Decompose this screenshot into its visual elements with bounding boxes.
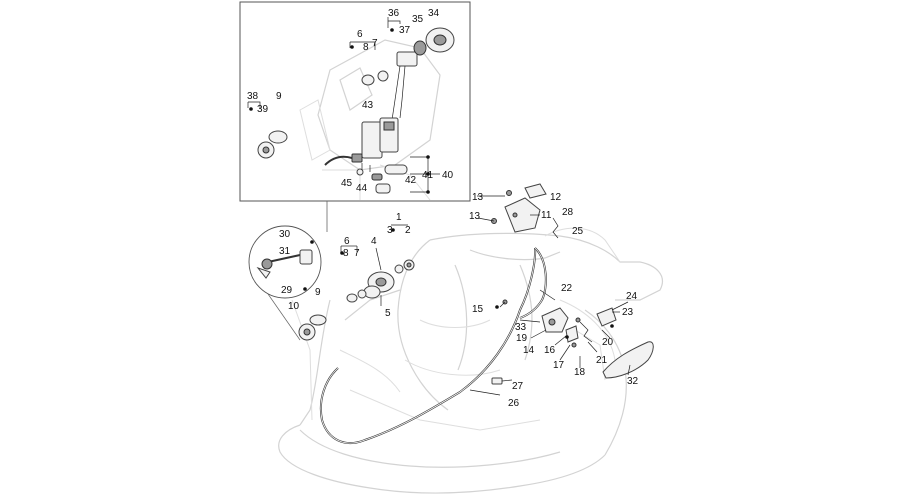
circle-detail-callout <box>248 225 322 299</box>
part-28-spring <box>552 217 559 239</box>
callout-39: 39 <box>257 104 269 115</box>
callout-37: 37 <box>399 25 411 36</box>
callout-8: 8 <box>343 248 349 259</box>
callout-27: 27 <box>512 381 524 392</box>
callout-10: 10 <box>288 301 300 312</box>
callout-9: 9 <box>315 287 321 298</box>
callout-11: 11 <box>541 210 552 221</box>
callout-29: 29 <box>281 285 293 296</box>
callout-19: 19 <box>516 333 528 344</box>
bullet-dots <box>249 28 614 339</box>
part-4-5-ignition-cylinder <box>363 271 395 299</box>
callout-labels: 34 36 35 37 6 8 7 38 9 39 43 45 44 42 41… <box>247 8 639 409</box>
part-20-21-22-springs <box>575 317 593 343</box>
callout-41: 41 <box>422 170 434 181</box>
callout-28: 28 <box>562 207 574 218</box>
callout-33: 33 <box>515 322 527 333</box>
callout-21: 21 <box>596 355 608 366</box>
callout-38: 38 <box>247 91 259 102</box>
callout-34: 34 <box>428 8 440 19</box>
callout-1: 1 <box>396 212 402 223</box>
callout-8-inset: 8 <box>363 42 369 53</box>
callout-2: 2 <box>405 225 411 236</box>
callout-26: 26 <box>508 398 520 409</box>
part-27-clip <box>491 377 503 385</box>
callout-4: 4 <box>371 236 377 247</box>
part-34-switch-housing <box>425 27 455 53</box>
part-23-24-bracket <box>596 307 617 327</box>
part-11-12-hinge-bracket <box>504 183 547 233</box>
callout-25: 25 <box>572 226 584 237</box>
callout-7-inset: 7 <box>372 38 378 49</box>
part-37-35-key-switch <box>391 40 427 121</box>
callout-18: 18 <box>574 367 586 378</box>
part-32-handle-cover <box>602 341 654 379</box>
part-45-44-connector <box>324 153 364 176</box>
part-38-39-9-inset-lock <box>257 130 288 159</box>
callout-20: 20 <box>602 337 614 348</box>
part-1-2-3-lock-pins <box>394 259 415 274</box>
callout-6: 6 <box>344 236 350 247</box>
callout-13-top: 13 <box>472 192 484 203</box>
callout-7: 7 <box>354 248 360 259</box>
callout-44: 44 <box>356 183 368 194</box>
callout-12: 12 <box>550 192 562 203</box>
callout-23: 23 <box>622 307 634 318</box>
callout-14: 14 <box>523 345 535 356</box>
callout-24: 24 <box>626 291 638 302</box>
callout-5: 5 <box>385 308 391 319</box>
callout-31: 31 <box>279 246 291 257</box>
scooter-frame-ghost <box>278 227 663 494</box>
callout-36: 36 <box>388 8 400 19</box>
callout-22: 22 <box>561 283 573 294</box>
part-6-7-8-center-washers <box>346 289 367 303</box>
part-6-7-8-inset-washers <box>361 70 389 86</box>
callout-43: 43 <box>362 100 374 111</box>
callout-13: 13 <box>469 211 481 222</box>
part-33-14-latch-plate <box>541 307 569 333</box>
part-26-release-cable <box>319 247 537 445</box>
part-10-9-seat-lock <box>298 314 327 341</box>
callout-32: 32 <box>627 376 639 387</box>
callout-42: 42 <box>405 175 417 186</box>
callout-9-inset: 9 <box>276 91 282 102</box>
callout-40: 40 <box>442 170 454 181</box>
callout-30: 30 <box>279 229 291 240</box>
part-43-control-unit <box>361 117 399 159</box>
callout-45: 45 <box>341 178 353 189</box>
part-31-29-pin-assembly <box>256 249 313 279</box>
callout-17: 17 <box>553 360 565 371</box>
circle-detail-leader <box>267 293 301 341</box>
callout-15: 15 <box>472 304 484 315</box>
callout-35: 35 <box>412 14 424 25</box>
callout-6-inset: 6 <box>357 29 363 40</box>
part-42-41-key-fob <box>371 164 408 194</box>
callout-16: 16 <box>544 345 556 356</box>
callout-3: 3 <box>387 225 393 236</box>
part-25-cable <box>519 247 547 319</box>
